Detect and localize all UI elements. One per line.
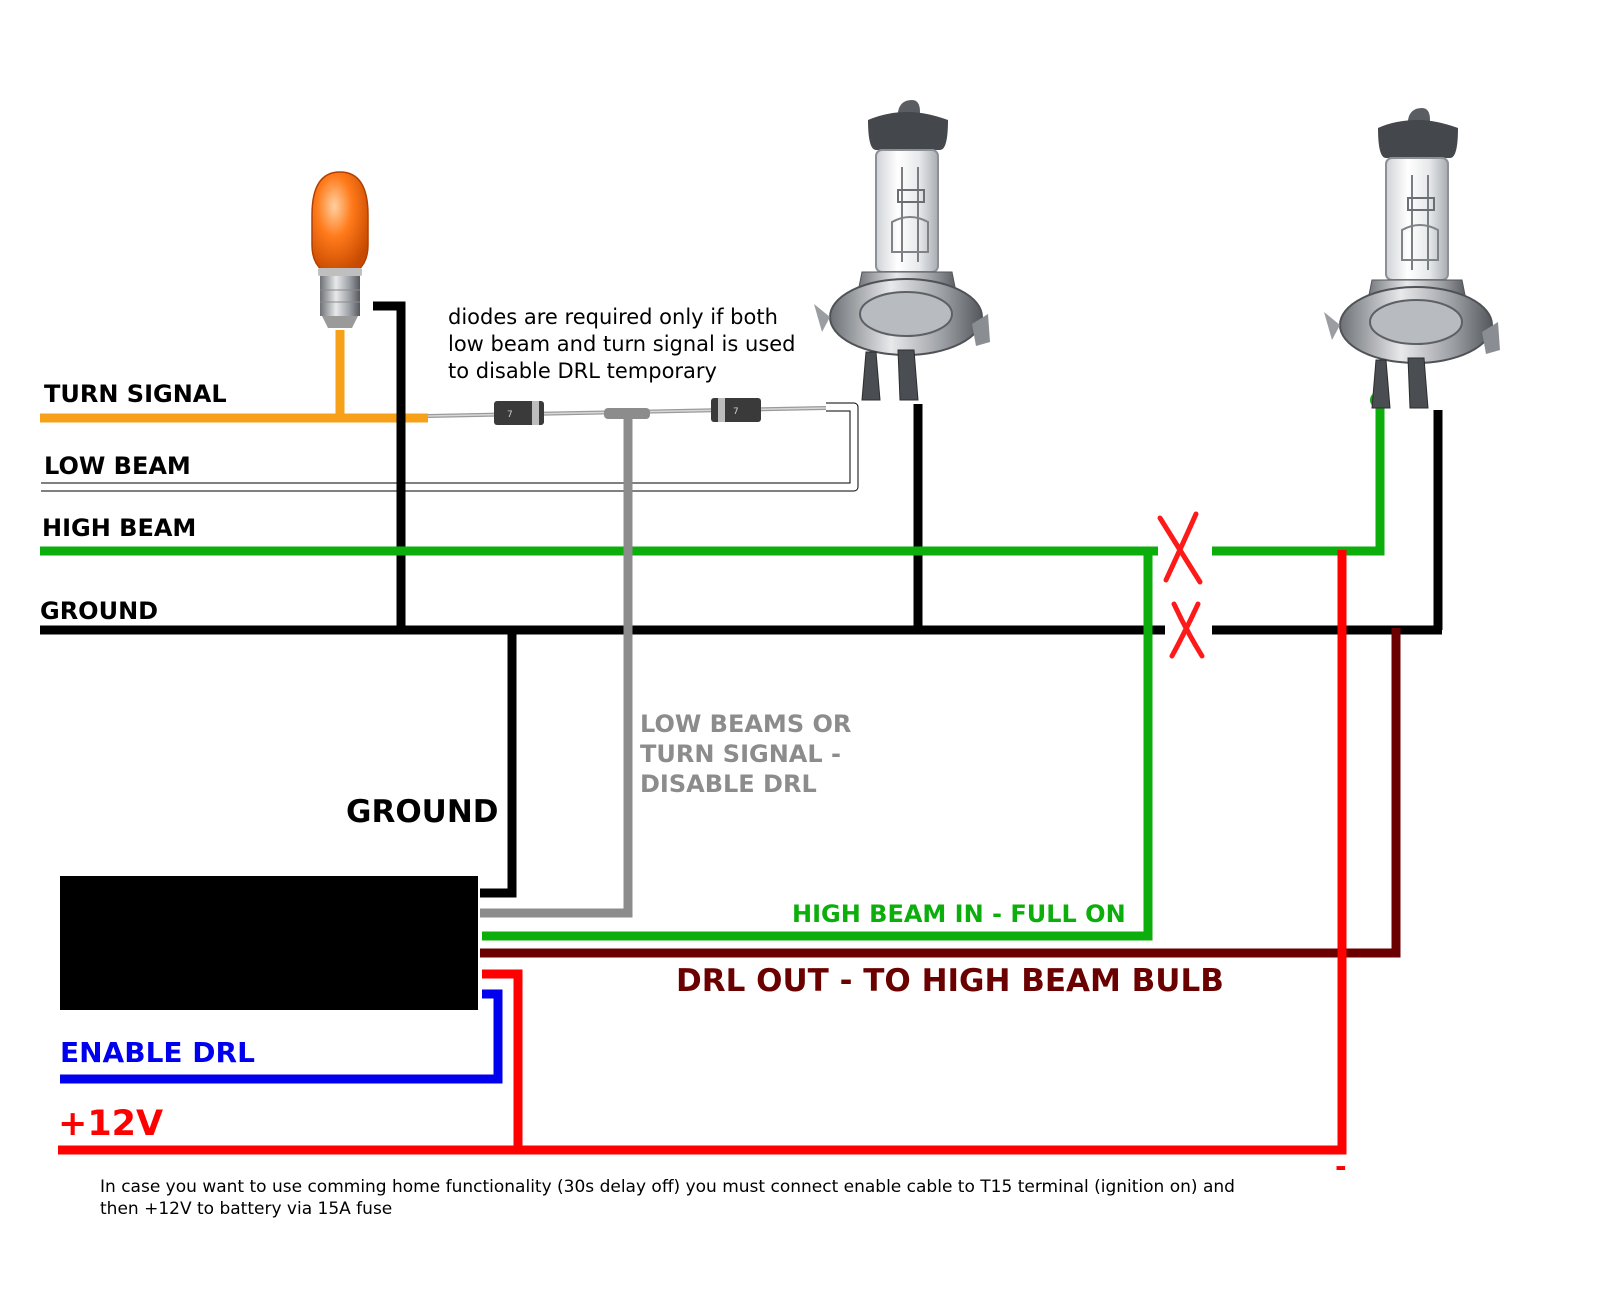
- cut-mark-icon: [1169, 601, 1205, 659]
- disable-drl-wire: [480, 413, 633, 918]
- footer-note: In case you want to use comming home fun…: [100, 1176, 1235, 1220]
- disable-drl-label-line3: DISABLE DRL: [640, 770, 817, 798]
- high-beam-wire: [40, 392, 1386, 941]
- diodes-note-line: to disable DRL temporary: [448, 359, 717, 383]
- diode-marking-label: 7: [507, 410, 513, 420]
- footer-note-line: then +12V to battery via 15A fuse: [100, 1199, 393, 1219]
- low-beam-label: LOW BEAM: [44, 452, 191, 480]
- plus-12v-label: +12V: [58, 1104, 164, 1144]
- h7-bulb-icon: [813, 99, 991, 401]
- ground-wire: [40, 301, 1443, 898]
- turn-signal-label: TURN SIGNAL: [44, 380, 227, 408]
- diode-marking-label: 7: [733, 407, 739, 417]
- enable-drl-label: ENABLE DRL: [60, 1036, 255, 1069]
- diodes-note-line: diodes are required only if both: [448, 305, 778, 329]
- enable-drl-wire: [60, 989, 503, 1084]
- module-ground-label: GROUND: [346, 794, 499, 830]
- disable-drl-label-line2: TURN SIGNAL -: [640, 740, 841, 768]
- high-beam-label: HIGH BEAM: [42, 514, 197, 542]
- diode-icon: [711, 398, 761, 422]
- diode-string: [427, 398, 827, 425]
- drl-out-wire: [480, 628, 1401, 958]
- disable-drl-label-line1: LOW BEAMS OR: [640, 710, 852, 738]
- footer-note-line: In case you want to use comming home fun…: [100, 1177, 1235, 1197]
- drl-module: [60, 876, 478, 1010]
- plus-12v-wire: [58, 550, 1347, 1155]
- turn-signal-bulb-icon: [311, 171, 369, 328]
- ground-label: GROUND: [40, 597, 159, 625]
- diodes-note-line: low beam and turn signal is used: [448, 332, 796, 356]
- high-beam-in-label: HIGH BEAM IN - FULL ON: [792, 900, 1126, 928]
- minus-label: -: [1335, 1150, 1347, 1183]
- h7-bulb-icon: [1323, 107, 1501, 409]
- diode-icon: [494, 401, 544, 425]
- diode-junction: [604, 408, 650, 419]
- turn-signal-wire: [40, 330, 428, 423]
- drl-out-label: DRL OUT - TO HIGH BEAM BULB: [676, 963, 1224, 999]
- cut-mark-icon: [1157, 511, 1203, 585]
- diodes-note: diodes are required only if both low bea…: [448, 304, 796, 385]
